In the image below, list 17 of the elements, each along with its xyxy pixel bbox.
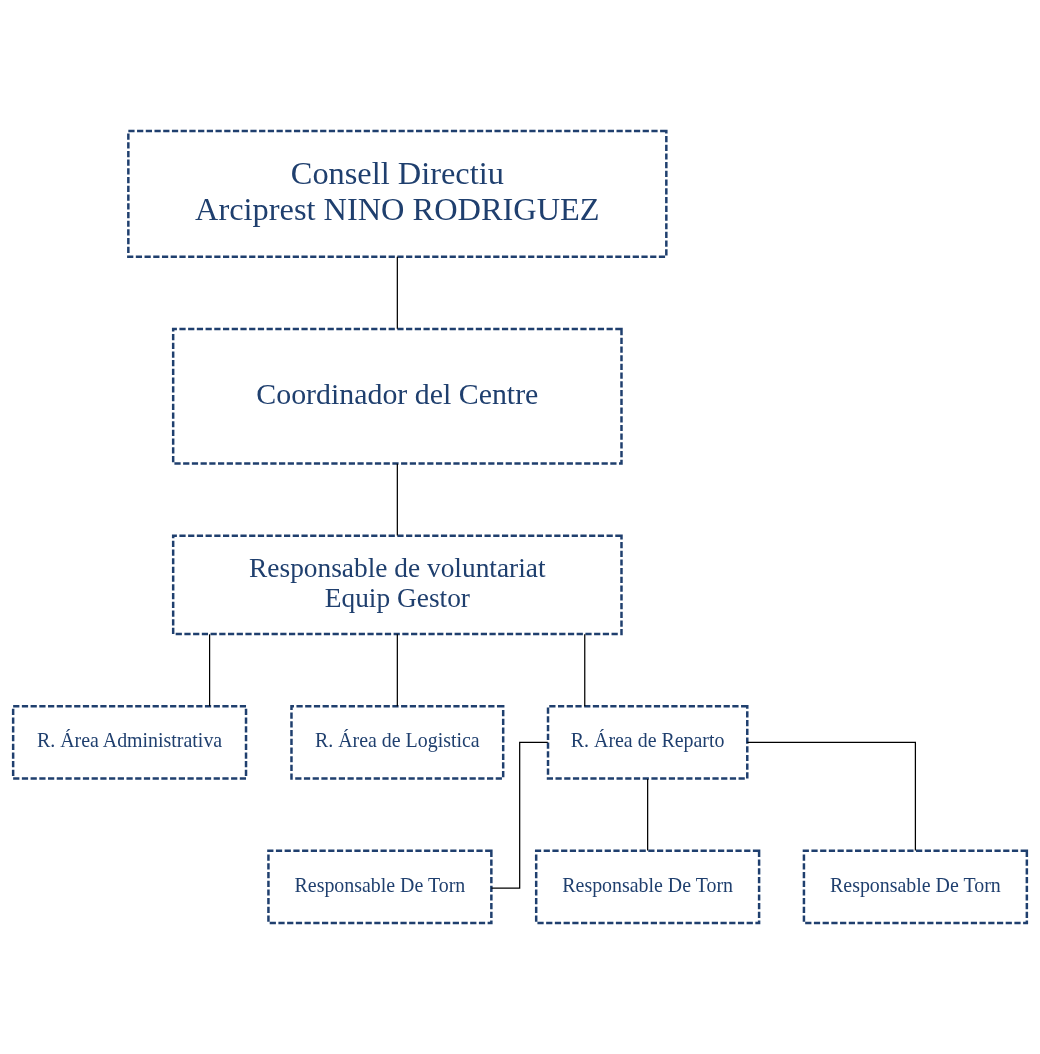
connector (584, 633, 586, 707)
node-box: Consell Directiu Arciprest NINO RODRIGUEZ (127, 129, 668, 258)
connector (396, 463, 398, 537)
connector (208, 633, 211, 707)
node-box: R. Área Administrativa (11, 705, 248, 780)
node-box: Responsable De Torn (534, 849, 761, 925)
node-box: Responsable De Torn (267, 849, 493, 925)
connector (396, 256, 398, 330)
node-box: R. Área de Reparto (546, 705, 749, 780)
connector (647, 778, 649, 852)
node-box: Coordinador del Centre (171, 327, 623, 465)
connector (490, 741, 549, 889)
connector (746, 741, 917, 852)
node-box: Responsable De Torn (802, 849, 1029, 925)
connector (396, 633, 398, 707)
node-box: R. Área de Logistica (290, 705, 505, 780)
node-box: Responsable de voluntariat Equip Gestor (171, 534, 623, 636)
